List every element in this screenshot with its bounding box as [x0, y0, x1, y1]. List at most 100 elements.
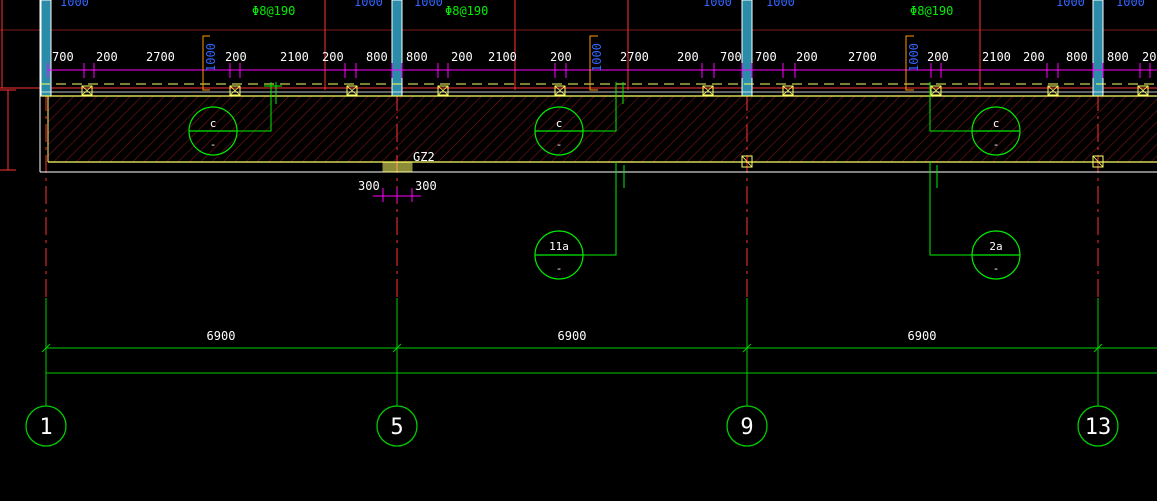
vertical-label-3: 1000	[907, 43, 921, 72]
dim-text-20: 200	[1023, 50, 1045, 64]
top-blue-label-1: 1000	[60, 0, 89, 9]
grid-bubble[interactable]: 9	[726, 405, 768, 447]
wall-block-cross	[1047, 85, 1059, 96]
top-blue-label-3: 1000	[414, 0, 443, 9]
dim-text-16: 200	[796, 50, 818, 64]
tag-top: c	[556, 117, 563, 130]
tag-top: c	[210, 117, 217, 130]
top-blue-label-7: 1000	[1116, 0, 1145, 9]
tag-bottom: -	[556, 138, 563, 151]
wall-block-cross	[229, 85, 241, 96]
tag-circles: c - c - c - 11a - 2a -	[188, 106, 1021, 280]
grid-bubble[interactable]: 5	[376, 405, 418, 447]
grid-dim-tick	[742, 343, 752, 353]
wall-block	[782, 85, 794, 96]
wall-block	[702, 85, 714, 96]
tag-circle[interactable]: 11a -	[534, 230, 584, 280]
top-blue-label-6: 1000	[1056, 0, 1085, 9]
grid-number: 5	[390, 415, 403, 440]
dim-text-19: 2100	[982, 50, 1011, 64]
rebar-label-3: Φ8@190	[910, 4, 953, 18]
grid-number: 9	[740, 415, 753, 440]
dim-text-5: 2100	[280, 50, 309, 64]
tag-bottom: -	[556, 262, 563, 275]
wall-block	[1137, 85, 1149, 96]
dim-text-3: 2700	[146, 50, 175, 64]
grid-span-dims: 6900 6900 6900	[207, 329, 937, 343]
tag-bottom: -	[993, 138, 1000, 151]
tag-circle[interactable]: c -	[534, 106, 584, 156]
vertical-blue-labels: 1000 1000 1000	[204, 43, 921, 72]
dim-text-10: 2100	[488, 50, 517, 64]
wall-block-cross	[81, 85, 93, 96]
dim-text-2: 200	[96, 50, 118, 64]
wall-block	[930, 85, 942, 96]
wall-block	[229, 85, 241, 96]
vertical-label-2: 1000	[590, 43, 604, 72]
wall-block-cross	[437, 85, 449, 96]
dim-text-13: 200	[677, 50, 699, 64]
tag-leader	[583, 162, 617, 256]
gz2-left-dim: 300	[358, 179, 380, 193]
dim-text-1: 700	[52, 50, 74, 64]
top-blue-label-4: 1000	[703, 0, 732, 9]
grid-bubble[interactable]: 13	[1077, 405, 1119, 447]
grid-number: 1	[39, 415, 52, 440]
tag-circle[interactable]: c -	[971, 106, 1021, 156]
orange-bracket	[589, 35, 598, 91]
dim-text-8: 800	[406, 50, 428, 64]
wall-block	[81, 85, 93, 96]
dim-text-4: 200	[225, 50, 247, 64]
gz2-block	[382, 161, 413, 173]
tag-top: c	[993, 117, 1000, 130]
column-base-marker	[741, 155, 753, 168]
dim-text-23: 200	[1142, 50, 1157, 64]
column-base-cross	[1092, 155, 1104, 168]
wall-block-cross	[930, 85, 942, 96]
tag-circle[interactable]: 2a -	[971, 230, 1021, 280]
grid-span-1: 6900	[207, 329, 236, 343]
wall-block-cross	[1137, 85, 1149, 96]
dim-text-9: 200	[451, 50, 473, 64]
column-rect	[741, 0, 753, 97]
wall-block	[1047, 85, 1059, 96]
column-base-marker	[1092, 155, 1104, 168]
structure-lines	[0, 0, 1157, 406]
tag-leader	[929, 82, 972, 132]
top-labels: 1000 1000 1000 1000 1000 1000 1000 Φ8@19…	[60, 0, 1145, 18]
grid-dim-tick	[392, 343, 402, 353]
column-rect	[391, 0, 403, 97]
grid-bubble[interactable]: 1	[25, 405, 67, 447]
wall-block	[437, 85, 449, 96]
tag-top: 11a	[549, 240, 569, 253]
wall-block	[346, 85, 358, 96]
dim-text-11: 200	[550, 50, 572, 64]
rebar-label-2: Φ8@190	[445, 4, 488, 18]
dim-text-15: 700	[755, 50, 777, 64]
grid-span-2: 6900	[558, 329, 587, 343]
dimension-texts: 700 200 2700 200 2100 200 800 800 200 21…	[52, 50, 1157, 64]
gz2-right-dim: 300	[415, 179, 437, 193]
dim-text-18: 200	[927, 50, 949, 64]
dim-text-12: 2700	[620, 50, 649, 64]
column-rect	[40, 0, 52, 97]
tag-leader	[237, 82, 272, 132]
grid-bubbles: 1 5 9 13	[25, 405, 1119, 447]
grid-dim-tick	[1093, 343, 1103, 353]
vertical-label-1: 1000	[204, 43, 218, 72]
dim-text-14: 700	[720, 50, 742, 64]
tag-circle[interactable]: c -	[188, 106, 238, 156]
dim-text-17: 2700	[848, 50, 877, 64]
column-base-cross	[741, 155, 753, 168]
wall-block-cross	[554, 85, 566, 96]
tag-leader	[583, 82, 617, 132]
grid-dim-tick	[41, 343, 51, 353]
dim-text-7: 800	[366, 50, 388, 64]
rebar-label-1: Φ8@190	[252, 4, 295, 18]
wall-block-cross	[782, 85, 794, 96]
dim-text-21: 800	[1066, 50, 1088, 64]
orange-bracket	[905, 35, 914, 91]
tag-leader	[929, 162, 972, 256]
grid-number: 13	[1085, 415, 1112, 440]
